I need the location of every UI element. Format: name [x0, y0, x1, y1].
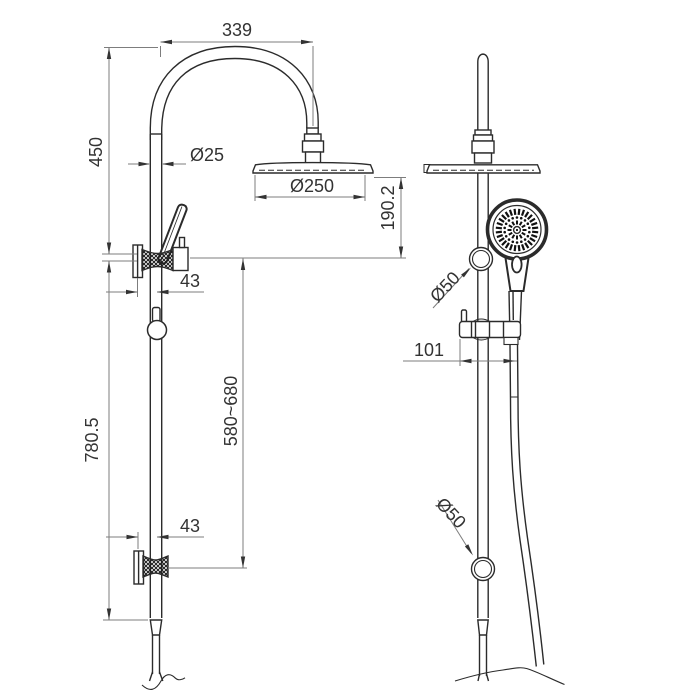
gooseneck-arm [149, 45, 319, 140]
dimension-arrows [106, 39, 515, 620]
head-connector-side [471, 129, 495, 164]
slider-knob-front [146, 319, 168, 341]
dim-rail-length: 780.5 [82, 417, 102, 463]
overhead-shower-side [423, 164, 541, 174]
riser-pipe [149, 134, 163, 618]
dim-adjust-range: 580~680 [221, 375, 241, 447]
bottom-outlet-front [141, 619, 186, 690]
side-view [423, 53, 565, 686]
riser-pipe-side [477, 53, 489, 618]
bottom-outlet-side [454, 619, 565, 686]
dim-head-drop: 190.2 [378, 185, 398, 231]
dim-upper-height: 450 [86, 136, 106, 168]
overhead-shower-front [252, 161, 374, 174]
spray-pattern [495, 208, 539, 252]
shower-hose [509, 344, 545, 667]
dim-wall-offset-lower: 43 [179, 516, 201, 536]
dim-holder-width: 101 [413, 340, 445, 360]
handshower-side [485, 198, 549, 341]
lower-flange-side [470, 556, 496, 582]
front-view [132, 45, 374, 690]
dim-arm-reach: 339 [221, 20, 253, 40]
head-connector [301, 127, 325, 164]
upper-wall-bracket [132, 203, 189, 341]
dim-pipe-diameter: Ø25 [189, 145, 225, 165]
mode-button [511, 255, 523, 274]
slider-bracket-side [458, 309, 522, 346]
dim-head-diameter: Ø250 [289, 176, 335, 196]
upper-flange-side [468, 246, 494, 272]
lower-wall-bracket [133, 550, 169, 585]
dim-wall-offset-upper: 43 [179, 271, 201, 291]
